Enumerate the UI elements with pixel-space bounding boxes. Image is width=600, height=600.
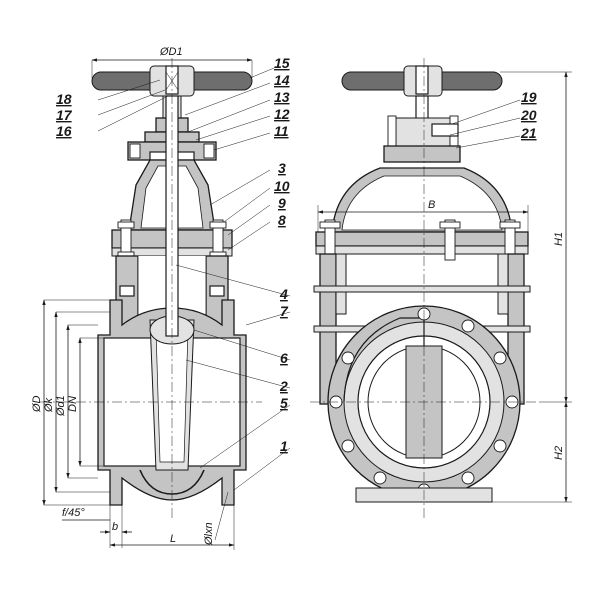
callout-13: 13 <box>274 89 290 105</box>
dim-raised-face: Ød1 <box>55 395 67 417</box>
callout-4: 4 <box>279 286 288 302</box>
dim-outer-diameter: ØD <box>31 395 43 413</box>
handwheel-right <box>341 65 503 97</box>
callout-18: 18 <box>56 91 72 107</box>
callout-1: 1 <box>280 438 288 454</box>
dim-body-width: B <box>428 199 435 211</box>
leaders-left <box>97 67 291 491</box>
callout-3: 3 <box>278 160 286 176</box>
callout-12: 12 <box>274 106 290 122</box>
dims-right <box>317 71 572 503</box>
callout-labels: 18 17 16 15 14 13 12 11 3 10 9 8 4 7 6 2… <box>56 55 537 454</box>
dim-chamfer: f/45° <box>62 507 85 519</box>
dim-axis-height: H2 <box>553 446 565 460</box>
callout-9: 9 <box>278 195 286 211</box>
dim-nominal-size: DN <box>67 396 79 412</box>
dim-flange-thickness: b <box>112 521 118 533</box>
dim-handwheel-diameter: ØD1 <box>159 46 183 58</box>
dims-left <box>42 58 253 550</box>
callout-2: 2 <box>279 378 288 394</box>
bonnet-right <box>331 167 513 233</box>
leaders-right <box>449 99 521 149</box>
callout-20: 20 <box>520 107 537 123</box>
side-view <box>310 58 572 520</box>
dimension-labels: ØD1 ØD Øk Ød1 DN f/45° b L Ølxn B H1 H2 <box>31 46 565 546</box>
callout-8: 8 <box>278 212 286 228</box>
callout-16: 16 <box>56 123 72 139</box>
bolt-holes-right <box>329 307 519 497</box>
callout-5: 5 <box>280 395 288 411</box>
dim-bolt-circle: Øk <box>43 397 55 413</box>
callout-7: 7 <box>280 303 289 319</box>
yoke-right <box>383 95 461 163</box>
callout-17: 17 <box>56 107 73 123</box>
callout-14: 14 <box>274 72 290 88</box>
callout-15: 15 <box>274 55 290 71</box>
section-view <box>40 58 291 550</box>
dim-total-height: H1 <box>553 232 565 246</box>
callout-19: 19 <box>521 89 537 105</box>
callout-10: 10 <box>274 178 290 194</box>
wedge-left <box>149 315 195 471</box>
dim-face-to-face: L <box>170 533 176 545</box>
callout-6: 6 <box>280 350 288 366</box>
callout-11: 11 <box>274 123 289 139</box>
flange-right <box>315 219 529 261</box>
callout-21: 21 <box>520 125 537 141</box>
dim-holes: Ølxn <box>203 522 215 546</box>
